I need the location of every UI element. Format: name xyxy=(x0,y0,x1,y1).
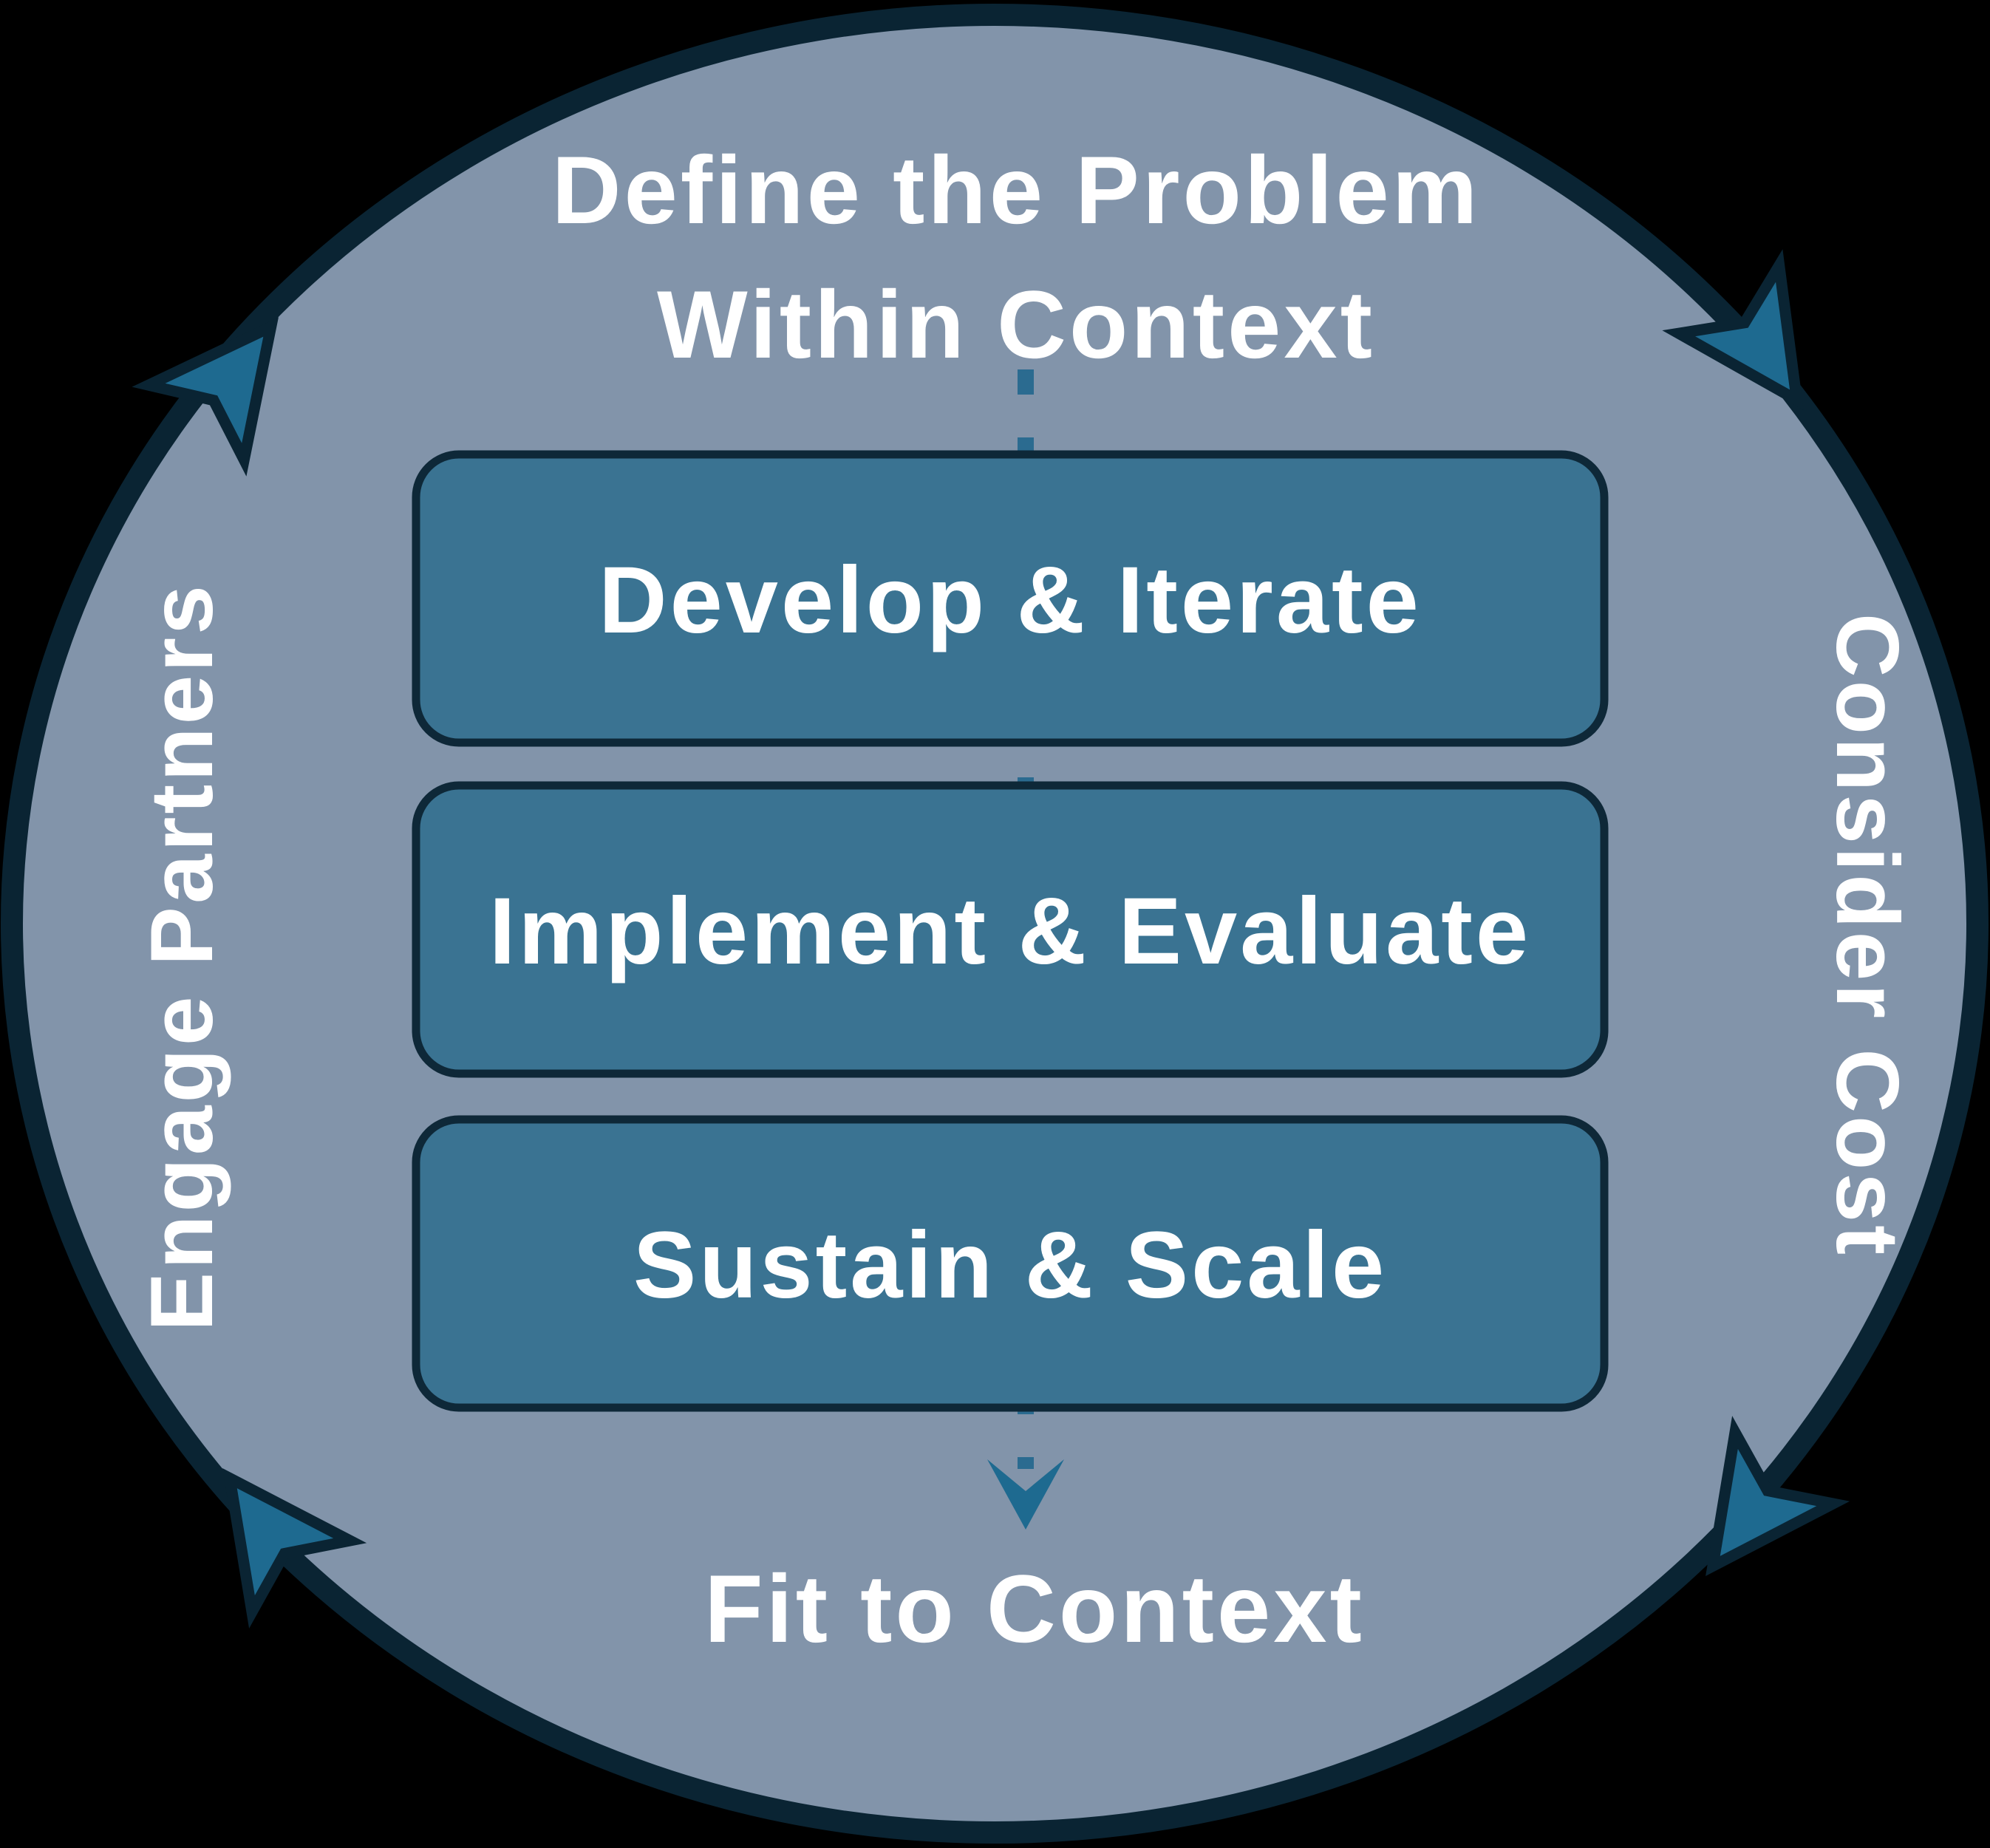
flow-arrow-top-left-icon xyxy=(132,317,279,477)
flow-arrows xyxy=(132,249,1850,1629)
stage-sustain-scale-label: Sustain & Scale xyxy=(633,1213,1387,1318)
flow-arrow-bottom-right-icon xyxy=(1706,1416,1850,1576)
flow-arrow-top-right-icon xyxy=(1662,249,1804,411)
right-label: Consider Cost xyxy=(1818,613,1917,1258)
flow-arrow-bottom-left-icon xyxy=(222,1468,367,1629)
stage-develop-iterate-label: Develop & Iterate xyxy=(599,548,1422,653)
stage-implement-evaluate-label: Implement & Evaluate xyxy=(489,879,1531,984)
top-label-line2: Within Context xyxy=(657,270,1375,378)
left-label: Engage Partners xyxy=(132,582,231,1332)
stage-box-develop-iterate xyxy=(412,450,1609,747)
stage-box-sustain-scale xyxy=(412,1115,1609,1412)
down-arrowhead-icon xyxy=(987,1459,1064,1530)
stage-boxes xyxy=(412,450,1609,1412)
top-label-line1: Define the Problem xyxy=(552,136,1481,244)
labels: Define the Problem Within Context Develo… xyxy=(132,136,1917,1663)
bottom-label: Fit to Context xyxy=(704,1555,1365,1663)
stage-box-implement-evaluate xyxy=(412,781,1609,1078)
